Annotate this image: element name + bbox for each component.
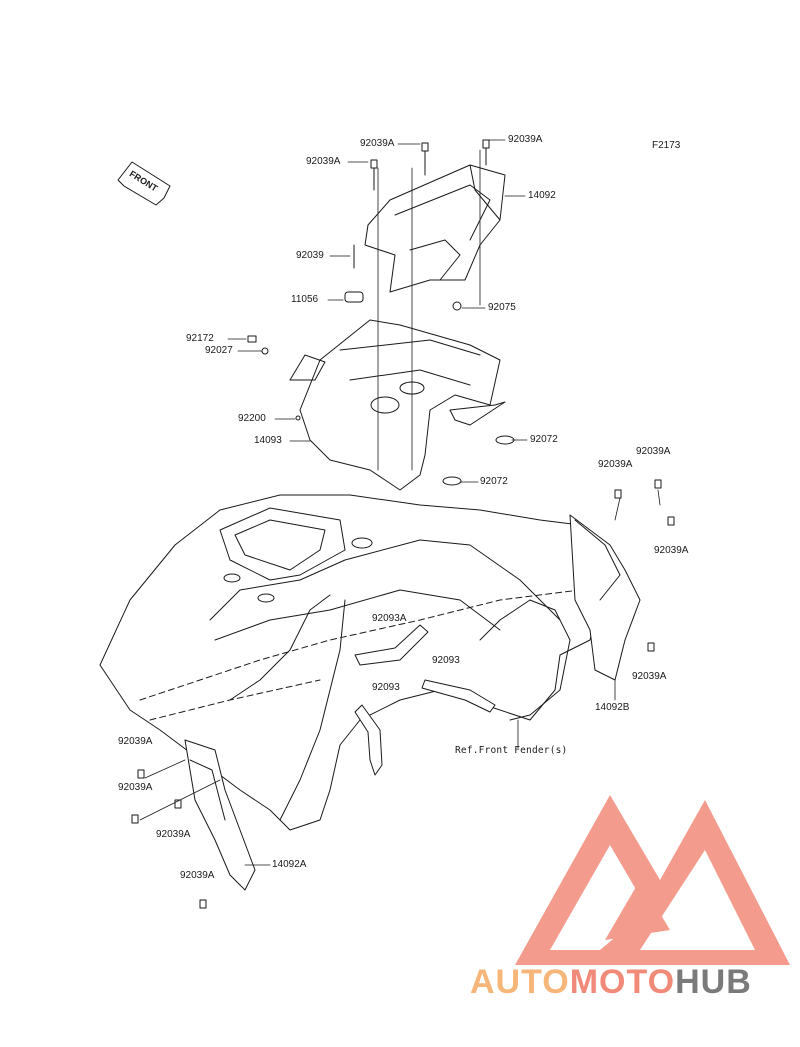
diagram-id: F2173 (652, 140, 681, 151)
part-label-92039A[interactable]: 92039A (156, 829, 191, 840)
part-label-92093[interactable]: 92093 (432, 655, 460, 666)
part-label-14092[interactable]: 14092 (528, 190, 556, 201)
strip-92093A (354, 624, 429, 666)
part-label-92093[interactable]: 92093 (372, 682, 400, 693)
part-label-92039A[interactable]: 92039A (118, 736, 153, 747)
part-label-92027[interactable]: 92027 (205, 345, 233, 356)
part-label-92039A[interactable]: 92039A (180, 870, 215, 881)
strip-92093-lower (354, 704, 383, 776)
part-label-92039A[interactable]: 92039A (598, 459, 633, 470)
part-label-14092A[interactable]: 14092A (272, 859, 307, 870)
part-label-92093A[interactable]: 92093A (372, 613, 407, 624)
part-label-92039A[interactable]: 92039A (118, 782, 153, 793)
part-label-92039A[interactable]: 92039A (632, 671, 667, 682)
tray-14093 (289, 319, 506, 491)
part-label-11056[interactable]: 11056 (291, 294, 319, 305)
logo-part-moto: MOTO (569, 963, 676, 1001)
part-label-92075[interactable]: 92075 (488, 302, 516, 313)
bolt-icons (131, 139, 675, 909)
part-label-92200[interactable]: 92200 (238, 413, 266, 424)
part-label-92039A[interactable]: 92039A (636, 446, 671, 457)
part-label-14093[interactable]: 14093 (254, 435, 282, 446)
part-label-92172[interactable]: 92172 (186, 333, 214, 344)
part-label-92039[interactable]: 92039 (296, 250, 324, 261)
bracket-14092 (364, 164, 506, 293)
part-label-92072[interactable]: 92072 (530, 434, 558, 445)
part-label-92039A[interactable]: 92039A (654, 545, 689, 556)
leader-lines (139, 139, 661, 866)
logo-mark (515, 795, 790, 965)
front-arrow-icon (117, 161, 171, 206)
part-label-92039A[interactable]: 92039A (306, 156, 341, 167)
reference-note: Ref.Front Fender(s) (455, 745, 568, 756)
logo-wordmark: AUTOMOTOHUB (470, 962, 752, 1002)
part-label-92072[interactable]: 92072 (480, 476, 508, 487)
part-label-14092B[interactable]: 14092B (595, 702, 630, 713)
part-label-92039A[interactable]: 92039A (508, 134, 543, 145)
strip-92093-upper (421, 679, 496, 713)
rear-fender-body (99, 494, 601, 831)
logo-part-auto: AUTO (470, 963, 570, 1001)
mudflap-14092A (184, 739, 256, 891)
mudflap-14092B (569, 514, 641, 681)
logo-part-hub: HUB (675, 963, 752, 1001)
part-label-92039A[interactable]: 92039A (360, 138, 395, 149)
